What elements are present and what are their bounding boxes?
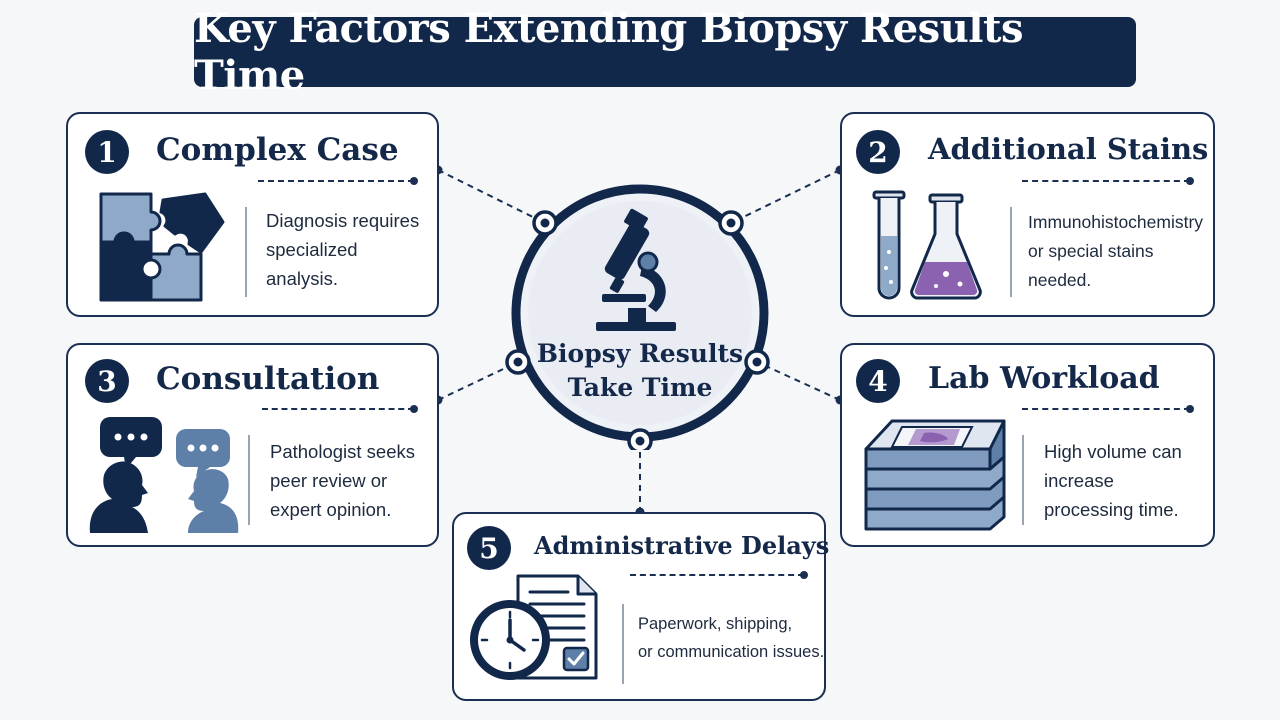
microscope-icon	[596, 208, 676, 331]
hub-label-line2: Take Time	[567, 373, 713, 402]
title-underline	[1022, 177, 1194, 185]
hub-label-line1: Biopsy Results	[536, 339, 744, 368]
factor-title: Consultation	[156, 361, 380, 397]
title-underline	[258, 177, 418, 185]
hub-connector-nodes	[505, 210, 770, 450]
hub-label: Biopsy Results Take Time	[530, 337, 750, 405]
factor-description: Immunohistochemistry or special stains n…	[1028, 212, 1204, 290]
title-underline	[630, 571, 808, 579]
factor-number-badge: 4	[856, 359, 900, 403]
divider	[245, 207, 247, 297]
factor-card-administrative-delays: 5 Administrative Delays Paperwork, sh	[452, 512, 830, 701]
people-chat-icon	[89, 417, 239, 533]
divider	[622, 604, 624, 684]
factor-description: Diagnosis requires specialized analysis.	[266, 210, 420, 289]
factor-description: High volume can increase processing time…	[1044, 441, 1182, 520]
divider	[1010, 207, 1012, 297]
factor-card-lab-workload: 4 Lab Workload High volume can increase …	[840, 343, 1215, 547]
factor-number-badge: 5	[467, 526, 511, 570]
factor-number-badge: 2	[856, 130, 900, 174]
page-title: Key Factors Extending Biopsy Results Tim…	[194, 5, 1023, 99]
title-banner: Key Factors Extending Biopsy Results Tim…	[194, 5, 1136, 99]
factor-card-additional-stains: 2 Additional Stains Immunohistochemistry…	[840, 112, 1215, 317]
puzzle-icon	[99, 192, 225, 302]
factor-number-badge: 1	[85, 130, 129, 174]
title-underline	[1022, 405, 1194, 413]
lab-glassware-icon	[872, 190, 982, 300]
factor-card-consultation: 3 Consultation Pathologist seeks peer re…	[66, 343, 439, 547]
factor-title: Complex Case	[156, 132, 399, 168]
factor-number-badge: 3	[85, 359, 129, 403]
factor-title: Lab Workload	[928, 361, 1160, 396]
title-underline	[262, 405, 418, 413]
factor-description: Pathologist seeks peer review or expert …	[270, 441, 416, 520]
divider	[1022, 435, 1024, 525]
slide-stack-icon	[864, 419, 1006, 531]
factor-title: Administrative Delays	[534, 531, 830, 560]
factor-description: Paperwork, shipping, or communication is…	[638, 615, 825, 661]
factor-title: Additional Stains	[928, 132, 1209, 166]
clock-document-icon	[470, 574, 598, 680]
factor-card-complex-case: 1 Complex Case Diagnosis requires specia…	[66, 112, 439, 317]
divider	[248, 435, 250, 525]
